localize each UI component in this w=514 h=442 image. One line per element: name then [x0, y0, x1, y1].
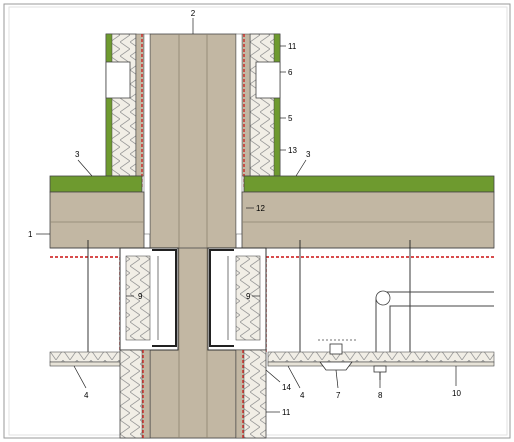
callout-10: 10: [452, 389, 461, 398]
upper-wall-insulation-left: [105, 33, 151, 235]
callout-8: 8: [378, 391, 383, 400]
callout-7: 7: [336, 391, 341, 400]
callout-4-right: 4: [300, 391, 305, 400]
lower-wall-right: [235, 349, 267, 439]
callout-4-left: 4: [84, 391, 89, 400]
steel-beam-left: [119, 247, 179, 351]
callout-2: 2: [191, 9, 196, 18]
callout-12: 12: [256, 204, 265, 213]
green-roof-layer-right: [243, 175, 495, 193]
floor-slab: [49, 191, 495, 249]
callout-leaders: [36, 18, 457, 413]
callout-11-bottom: 11: [282, 408, 291, 417]
callout-9-right: 9: [246, 292, 251, 301]
duct-pipe-bend: [375, 290, 391, 306]
window-frame-left: [105, 61, 131, 99]
suspended-ceiling-left: [49, 351, 123, 367]
callout-6: 6: [288, 68, 293, 77]
ceiling-light-fixture: [318, 339, 356, 371]
sprinkler-head: [373, 365, 387, 380]
callout-9-left: 9: [138, 292, 143, 301]
callout-13: 13: [288, 146, 297, 155]
callout-3-right: 3: [306, 150, 311, 159]
suspended-ceiling-right: [267, 351, 495, 367]
ceiling-hanger-rods: [87, 240, 411, 352]
green-roof-layer-left: [49, 175, 143, 193]
lower-wall-left: [119, 349, 151, 439]
callout-1: 1: [28, 230, 33, 239]
callout-3-left: 3: [75, 150, 80, 159]
callout-14: 14: [282, 383, 291, 392]
callout-11-top: 11: [288, 42, 297, 51]
callout-5: 5: [288, 114, 293, 123]
steel-beam-right: [207, 247, 267, 351]
central-concrete-column: [149, 33, 237, 439]
window-frame-right: [255, 61, 281, 99]
